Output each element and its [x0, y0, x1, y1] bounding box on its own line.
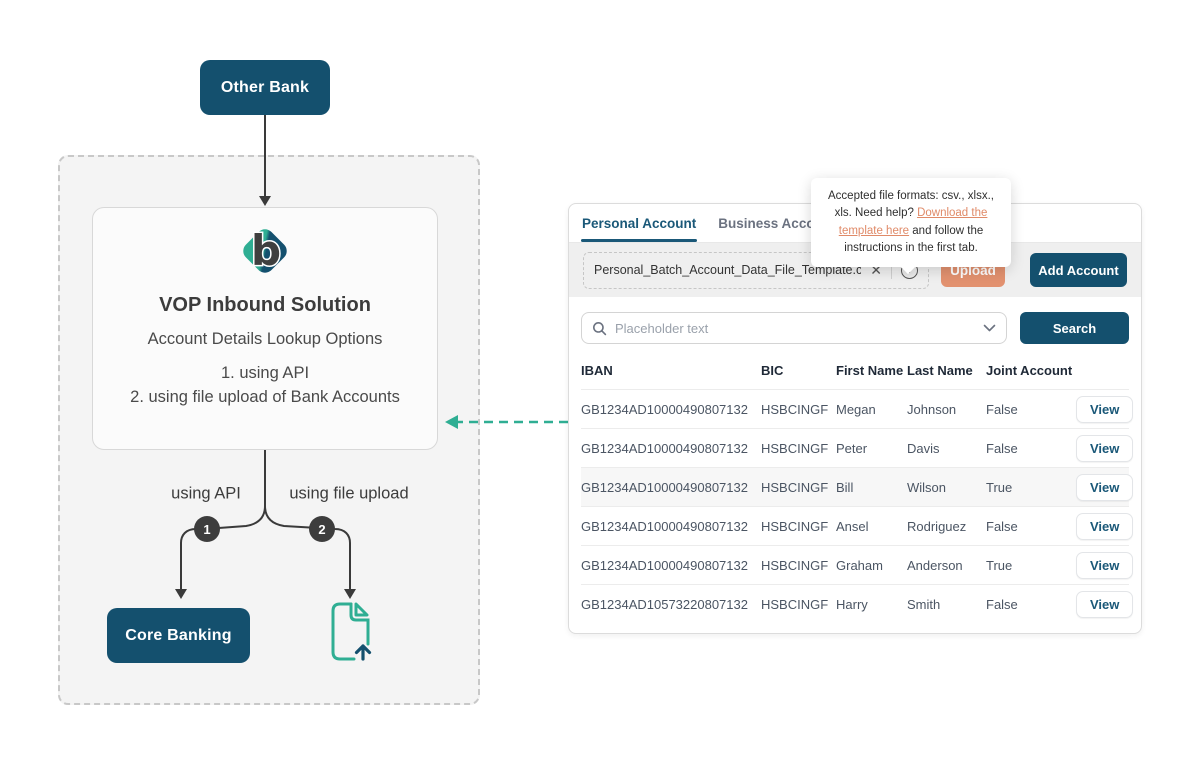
solution-option-2: 2. using file upload of Bank Accounts	[130, 386, 400, 410]
cell-last-name: Smith	[907, 597, 986, 612]
cell-joint-account: False	[986, 519, 1076, 534]
cell-iban: GB1234AD10000490807132	[581, 441, 761, 456]
cell-joint-account: True	[986, 480, 1076, 495]
core-banking-node: Core Banking	[107, 608, 250, 663]
cell-last-name: Wilson	[907, 480, 986, 495]
view-button[interactable]: View	[1076, 474, 1133, 501]
search-input[interactable]: Placeholder text	[581, 312, 1007, 344]
cell-joint-account: False	[986, 402, 1076, 417]
view-button[interactable]: View	[1076, 396, 1133, 423]
search-button[interactable]: Search	[1020, 312, 1129, 344]
tab-personal-account-label: Personal Account	[582, 216, 696, 231]
vop-logo-icon: b	[236, 222, 294, 280]
cell-first-name: Megan	[836, 402, 907, 417]
tab-personal-account[interactable]: Personal Account	[581, 204, 697, 242]
svg-text:b: b	[251, 226, 281, 275]
table-row: GB1234AD10000490807132 HSBCINGF Bill Wil…	[581, 467, 1129, 506]
cell-last-name: Johnson	[907, 402, 986, 417]
cell-bic: HSBCINGF	[761, 519, 836, 534]
cell-first-name: Ansel	[836, 519, 907, 534]
cell-first-name: Peter	[836, 441, 907, 456]
cell-joint-account: False	[986, 597, 1076, 612]
col-bic: BIC	[761, 363, 836, 378]
badge-1: 1	[194, 516, 220, 542]
table-row: GB1234AD10000490807132 HSBCINGF Ansel Ro…	[581, 506, 1129, 545]
search-row: Placeholder text Search	[569, 297, 1141, 344]
table-body: GB1234AD10000490807132 HSBCINGF Megan Jo…	[581, 389, 1129, 623]
cell-iban: GB1234AD10000490807132	[581, 558, 761, 573]
cell-iban: GB1234AD10573220807132	[581, 597, 761, 612]
cell-iban: GB1234AD10000490807132	[581, 480, 761, 495]
cell-first-name: Bill	[836, 480, 907, 495]
solution-title: VOP Inbound Solution	[159, 294, 371, 317]
branch-label-api: using API	[171, 485, 241, 504]
cell-bic: HSBCINGF	[761, 597, 836, 612]
cell-first-name: Graham	[836, 558, 907, 573]
col-last-name: Last Name	[907, 363, 986, 378]
file-upload-icon	[325, 599, 377, 663]
cell-bic: HSBCINGF	[761, 480, 836, 495]
accounts-panel: Personal Account Business Account Person…	[568, 203, 1142, 634]
search-icon	[592, 321, 607, 336]
view-button[interactable]: View	[1076, 591, 1133, 618]
accounts-table: IBAN BIC First Name Last Name Joint Acco…	[569, 344, 1141, 623]
other-bank-node: Other Bank	[200, 60, 330, 115]
cell-joint-account: True	[986, 558, 1076, 573]
other-bank-label: Other Bank	[221, 79, 309, 97]
chevron-down-icon[interactable]	[983, 324, 996, 332]
table-row: GB1234AD10000490807132 HSBCINGF Graham A…	[581, 545, 1129, 584]
cell-last-name: Anderson	[907, 558, 986, 573]
col-joint-account: Joint Account	[986, 363, 1076, 378]
cell-bic: HSBCINGF	[761, 402, 836, 417]
table-header: IBAN BIC First Name Last Name Joint Acco…	[581, 344, 1129, 389]
cell-bic: HSBCINGF	[761, 558, 836, 573]
cell-last-name: Davis	[907, 441, 986, 456]
cell-iban: GB1234AD10000490807132	[581, 402, 761, 417]
view-button[interactable]: View	[1076, 552, 1133, 579]
col-first-name: First Name	[836, 363, 907, 378]
view-button[interactable]: View	[1076, 513, 1133, 540]
cell-first-name: Harry	[836, 597, 907, 612]
badge-2: 2	[309, 516, 335, 542]
cell-last-name: Rodriguez	[907, 519, 986, 534]
core-banking-label: Core Banking	[125, 627, 231, 645]
help-tooltip: Accepted file formats: csv., xlsx., xls.…	[811, 178, 1011, 267]
cell-bic: HSBCINGF	[761, 441, 836, 456]
search-placeholder: Placeholder text	[615, 321, 975, 336]
solution-option-1: 1. using API	[130, 362, 400, 386]
solution-subtitle: Account Details Lookup Options	[148, 330, 383, 349]
table-row: GB1234AD10000490807132 HSBCINGF Megan Jo…	[581, 389, 1129, 428]
table-row: GB1234AD10000490807132 HSBCINGF Peter Da…	[581, 428, 1129, 467]
col-iban: IBAN	[581, 363, 761, 378]
cell-iban: GB1234AD10000490807132	[581, 519, 761, 534]
solution-options: 1. using API 2. using file upload of Ban…	[130, 362, 400, 410]
branch-label-file-upload: using file upload	[289, 485, 408, 504]
add-account-button[interactable]: Add Account	[1030, 253, 1127, 287]
view-button[interactable]: View	[1076, 435, 1133, 462]
vop-solution-box: b VOP Inbound Solution Account Details L…	[92, 207, 438, 450]
table-row: GB1234AD10573220807132 HSBCINGF Harry Sm…	[581, 584, 1129, 623]
cell-joint-account: False	[986, 441, 1076, 456]
